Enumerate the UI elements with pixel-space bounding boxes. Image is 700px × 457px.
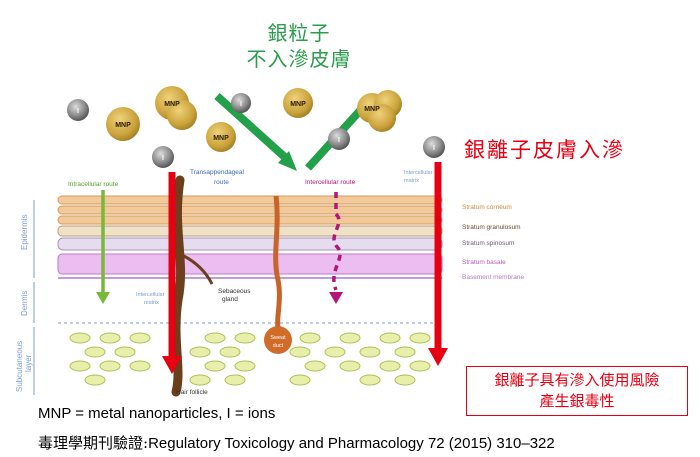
toxicity-risk-box: 銀離子具有滲入使用風險 產生銀毒性 (466, 366, 688, 416)
top-title-line1: 銀粒子 (267, 21, 331, 45)
matrix-top-label-line2: matrix (404, 178, 419, 184)
svg-text:I: I (240, 101, 242, 108)
ion-penetration-title: 銀離子皮膚入滲 (464, 138, 625, 162)
risk-box-line1: 銀離子具有滲入使用風險 (494, 371, 660, 389)
stratum-basale (57, 253, 443, 275)
matrix-top-label: Intercellular (404, 170, 433, 176)
ion-penetration-arrows (162, 162, 448, 374)
sweat-duct-label-line2: duct (273, 343, 284, 349)
intercellular-route-label: Intercellular route (305, 179, 356, 186)
stratum-spinosum-label: Stratum spinosum (462, 240, 514, 247)
stratum-corneum (57, 195, 443, 225)
citation: 毒理學期刊驗證:Regulatory Toxicology and Pharma… (38, 432, 555, 453)
risk-box-line2: 產生銀毒性 (539, 392, 615, 410)
abbreviation-legend: MNP = metal nanoparticles, I = ions (38, 405, 276, 422)
intercellular-matrix-label-line2: matrix (144, 300, 159, 306)
svg-text:I: I (338, 137, 340, 144)
hair-follicle (171, 175, 214, 397)
sweat-duct (264, 195, 292, 354)
svg-text:I: I (162, 155, 164, 162)
stratum-granulosum (57, 225, 443, 237)
subcutaneous-fat-cells (69, 332, 431, 386)
sebaceous-gland-label-line2: gland (222, 296, 238, 303)
svg-text:I: I (433, 145, 435, 152)
subcutaneous-label: Subcutaneous (15, 341, 24, 392)
nanoparticles (106, 86, 402, 152)
citation-prefix: 毒理學期刊驗證: (38, 434, 149, 452)
stratum-spinosum (57, 237, 443, 251)
intercellular-route-arrow (329, 192, 343, 304)
hair-follicle-label: Hair follicle (176, 389, 208, 396)
dermis-label: Dermis (20, 291, 29, 316)
top-title-line2: 不入滲皮膚 (246, 47, 352, 71)
basement-membrane-label: Basement membrane (462, 274, 525, 281)
svg-text:MNP: MNP (213, 135, 229, 142)
subcutaneous-label-line2: layer (24, 354, 33, 372)
svg-text:MNP: MNP (364, 106, 380, 113)
sebaceous-gland-label: Sebaceous (218, 288, 251, 295)
svg-text:MNP: MNP (115, 122, 131, 129)
sweat-duct-label: Sweat (270, 335, 286, 341)
stratum-granulosum-label: Stratum granulosum (462, 224, 521, 231)
transappendageal-label: Transappendageal (190, 169, 245, 176)
nanoparticle-no-penetration-title: 銀粒子 不入滲皮膚 (214, 20, 384, 72)
stratum-corneum-label: Stratum corneum (462, 204, 512, 211)
citation-source: Regulatory Toxicology and Pharmacology 7… (148, 435, 555, 452)
epidermis-label: Epidermis (20, 214, 29, 250)
transappendageal-label-line2: route (214, 179, 229, 186)
svg-text:MNP: MNP (164, 101, 180, 108)
stratum-basale-label: Stratum basale (462, 259, 506, 266)
intercellular-matrix-label: Intercellular (136, 292, 165, 298)
svg-text:I: I (77, 108, 79, 115)
ion-particles (67, 93, 445, 168)
particle-labels: I I I I I MNP MNP MNP MNP MNP (77, 101, 435, 162)
intracellular-route-label: Intracellular route (68, 181, 119, 188)
intracellular-route-arrow (96, 190, 110, 304)
svg-text:MNP: MNP (290, 101, 306, 108)
